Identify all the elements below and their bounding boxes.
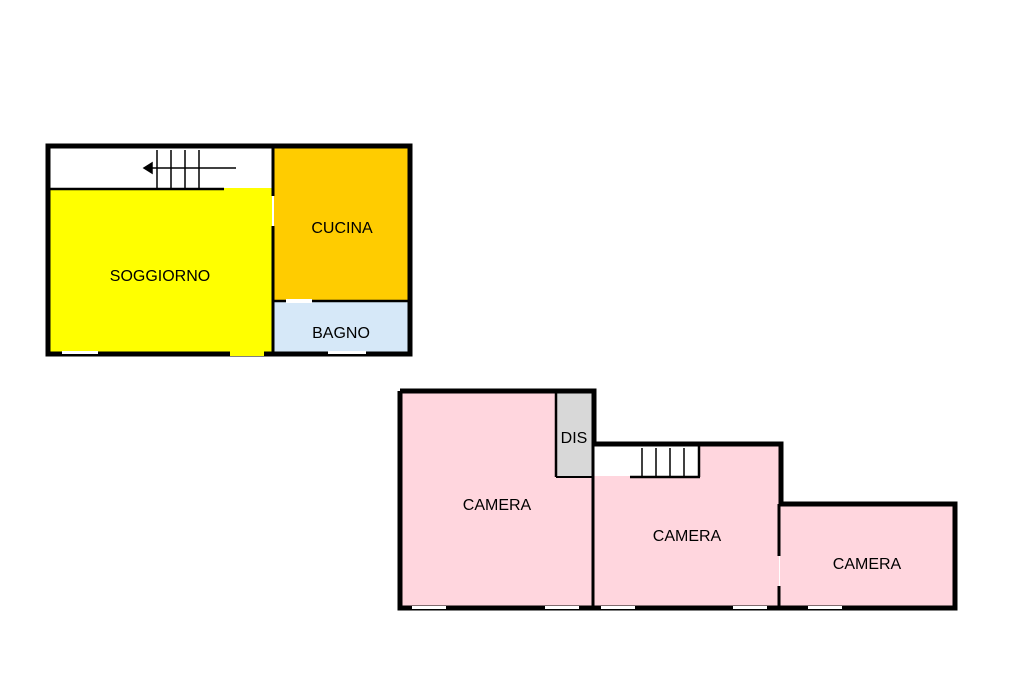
window-bagno bbox=[328, 351, 366, 354]
cucina-room bbox=[274, 148, 408, 302]
entrance-door bbox=[230, 350, 264, 356]
stair-area-upper bbox=[594, 446, 698, 476]
cucina-label: CUCINA bbox=[311, 220, 373, 237]
camera-3-label: CAMERA bbox=[833, 556, 902, 573]
upper-floor: DIS CAMERA CAMERA CAMERA bbox=[397, 388, 958, 611]
bagno-label: BAGNO bbox=[312, 325, 370, 342]
stairs-arrow-icon bbox=[142, 161, 153, 175]
window-camera-2b bbox=[733, 606, 767, 609]
stairs-upper bbox=[641, 448, 685, 476]
camera-1-room bbox=[402, 393, 592, 606]
ground-outer-wall bbox=[45, 143, 413, 357]
window-camera-3 bbox=[808, 606, 842, 609]
dis-room bbox=[557, 393, 592, 476]
camera-1-label: CAMERA bbox=[463, 497, 532, 514]
window-camera-1b bbox=[545, 606, 579, 609]
dis-label: DIS bbox=[561, 430, 588, 447]
bagno-room bbox=[274, 302, 408, 352]
soggiorno-room bbox=[50, 188, 272, 352]
window-soggiorno bbox=[62, 351, 98, 354]
window-camera-1a bbox=[412, 606, 446, 609]
soggiorno-label: SOGGIORNO bbox=[110, 268, 210, 285]
stairs-ground bbox=[142, 150, 236, 188]
bath-door bbox=[286, 299, 312, 303]
ground-floor: SOGGIORNO CUCINA BAGNO bbox=[45, 143, 413, 357]
camera-3-room bbox=[780, 506, 953, 606]
window-camera-2a bbox=[601, 606, 635, 609]
camera-2-label: CAMERA bbox=[653, 528, 722, 545]
camera-2-room bbox=[594, 446, 779, 606]
